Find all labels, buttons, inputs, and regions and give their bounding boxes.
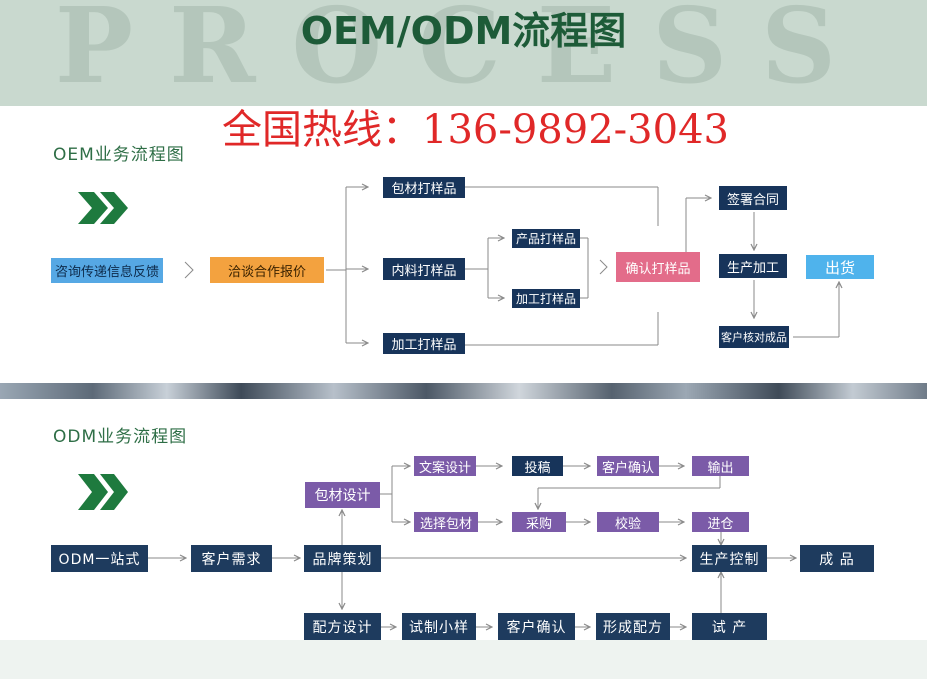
odm-node-package-design: 包材设计 (305, 482, 380, 508)
oem-node-pack-sample: 包材打样品 (383, 177, 465, 198)
oem-node-negotiate: 洽谈合作报价 (210, 257, 324, 283)
odm-node-select-package: 选择包材 (414, 512, 478, 532)
oem-node-customer-check: 客户核对成品 (719, 326, 789, 348)
odm-section-title: ODM业务流程图 (53, 427, 188, 447)
odm-node-purchase: 采购 (512, 512, 566, 532)
odm-node-production-control: 生产控制 (692, 545, 767, 572)
odm-node-finished: 成 品 (800, 545, 874, 572)
odm-node-brand-plan: 品牌策划 (304, 545, 381, 572)
odm-node-trial-sample: 试制小样 (402, 613, 476, 640)
oem-node-confirm-sample: 确认打样品 (616, 252, 700, 282)
page-title: OEM/ODM流程图 (300, 9, 627, 53)
odm-node-warehouse: 进仓 (692, 512, 749, 532)
odm-node-customer-confirm-2: 客户确认 (498, 613, 575, 640)
double-chevron-icon (78, 192, 128, 224)
oem-node-process-sample-2: 加工打样品 (512, 289, 580, 308)
header-banner (0, 0, 927, 106)
footer-band (0, 640, 927, 679)
oem-node-process-sample: 加工打样品 (383, 333, 465, 354)
oem-node-consult: 咨询传递信息反馈 (51, 258, 163, 283)
odm-node-form-formula: 形成配方 (596, 613, 670, 640)
odm-node-output: 输出 (692, 456, 749, 476)
double-chevron-icon (78, 474, 128, 510)
oem-node-ship: 出货 (806, 255, 874, 279)
oem-section-title: OEM业务流程图 (53, 145, 185, 165)
hotline-text: 全国热线：136-9892-3043 (222, 107, 729, 153)
odm-node-submit: 投稿 (512, 456, 563, 476)
oem-node-product-sample: 产品打样品 (512, 229, 580, 248)
odm-node-one-stop: ODM一站式 (51, 545, 148, 572)
odm-node-customer-demand: 客户需求 (191, 545, 272, 572)
odm-node-copy-design: 文案设计 (414, 456, 476, 476)
oem-node-sign-contract: 签署合同 (719, 186, 787, 210)
header-watermark: PROCESS (54, 0, 873, 107)
odm-node-customer-confirm-1: 客户确认 (597, 456, 659, 476)
oem-node-production: 生产加工 (719, 254, 787, 278)
section-divider (0, 383, 927, 399)
odm-node-formula-design: 配方设计 (304, 613, 381, 640)
odm-node-inspect: 校验 (597, 512, 659, 532)
odm-node-trial-production: 试 产 (692, 613, 767, 640)
oem-node-inner-sample: 内料打样品 (383, 258, 465, 280)
